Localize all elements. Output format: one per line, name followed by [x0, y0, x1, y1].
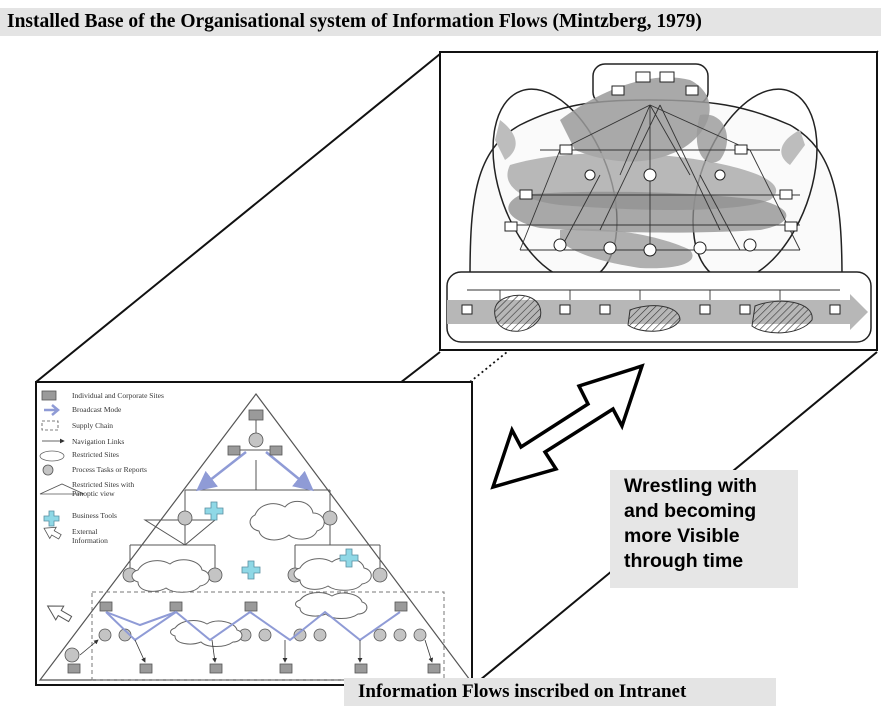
legend-label: Broadcast Mode: [72, 405, 122, 414]
perspective-line-mid: [399, 351, 441, 384]
legend-label: Information: [72, 536, 108, 545]
double-headed-arrow-icon: [490, 363, 645, 490]
legend-label: Restricted Sites: [72, 450, 119, 459]
legend-label: Supply Chain: [72, 421, 113, 430]
cross-gear-icon: [43, 510, 60, 527]
mintzberg-flow-diagram: [439, 51, 878, 351]
footer-caption: Information Flows inscribed on Intranet: [344, 678, 776, 706]
panoptic-shape-icon: [39, 483, 85, 495]
legend-label: Business Tools: [72, 511, 117, 520]
legend-label: Process Tasks or Reports: [72, 465, 147, 474]
external-information-arrow-icon: [46, 605, 73, 623]
legend-label: Navigation Links: [72, 437, 124, 446]
legend-label: Panoptic view: [72, 489, 115, 498]
legend-label: Individual and Corporate Sites: [72, 391, 164, 400]
grey-square-icon: [41, 390, 57, 401]
legend: Individual and Corporate Sites Broadcast…: [39, 390, 164, 545]
callout-line: and becoming: [624, 500, 757, 522]
intranet-map-diagram: Individual and Corporate Sites Broadcast…: [35, 381, 473, 686]
callout-box: Wrestling with and becoming more Visible…: [610, 470, 798, 588]
legend-label: External: [72, 527, 97, 536]
ellipse-icon: [39, 450, 65, 462]
callout-line: through time: [624, 550, 744, 572]
grey-circle-icon: [42, 464, 54, 476]
perspective-line-top-left: [35, 53, 441, 383]
page-title: Installed Base of the Organisational sys…: [0, 8, 881, 36]
legend-label: Restricted Sites with: [72, 480, 134, 489]
callout-line: Wrestling with: [624, 475, 757, 497]
blue-arrow-icon: [44, 404, 60, 416]
outline-arrow-icon: [43, 526, 62, 540]
callout-line: more Visible: [624, 525, 740, 547]
dashed-box-icon: [41, 420, 59, 431]
